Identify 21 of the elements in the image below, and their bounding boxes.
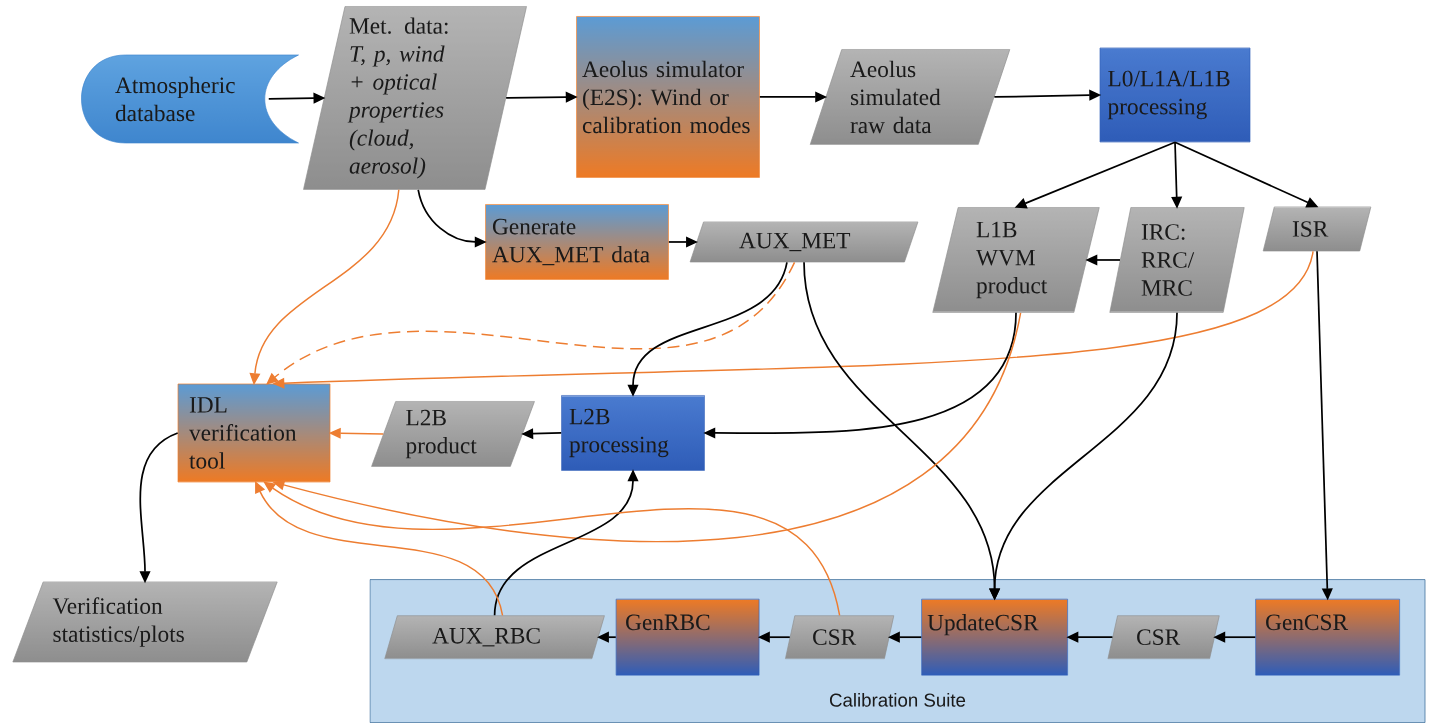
process-box: L2B processing <box>561 395 705 471</box>
process-box: L0/L1A/L1B processing <box>1099 47 1251 143</box>
data-parallelogram: CSR <box>1107 615 1220 660</box>
data-parallelogram: Met. data: T, p, wind + optical properties (cloud, aerosol) <box>303 6 527 190</box>
data-parallelogram: ISR <box>1262 206 1372 252</box>
process-box: Aeolus simulator (E2S): Wind or calibration modes <box>576 16 760 178</box>
data-parallelogram: Verification statistics/plots <box>12 581 278 663</box>
data-parallelogram: CSR <box>785 615 895 660</box>
arrow <box>263 481 841 617</box>
arrow <box>266 261 796 385</box>
process-box: IDL verification tool <box>177 383 331 483</box>
data-parallelogram: L1B WVM product <box>932 207 1100 313</box>
data-parallelogram: AUX_MET <box>689 221 919 263</box>
process-box: UpdateCSR <box>921 598 1068 676</box>
process-box: Generate AUX_MET data <box>485 204 669 280</box>
process-box: GenRBC <box>615 598 760 676</box>
data-parallelogram: L2B product <box>371 401 535 467</box>
data-parallelogram: IRC: RRC/ MRC <box>1109 207 1245 313</box>
data-parallelogram: AUX_RBC <box>384 615 605 660</box>
data-parallelogram: Aeolus simulated raw data <box>809 49 1011 145</box>
process-box: GenCSR <box>1255 598 1400 676</box>
